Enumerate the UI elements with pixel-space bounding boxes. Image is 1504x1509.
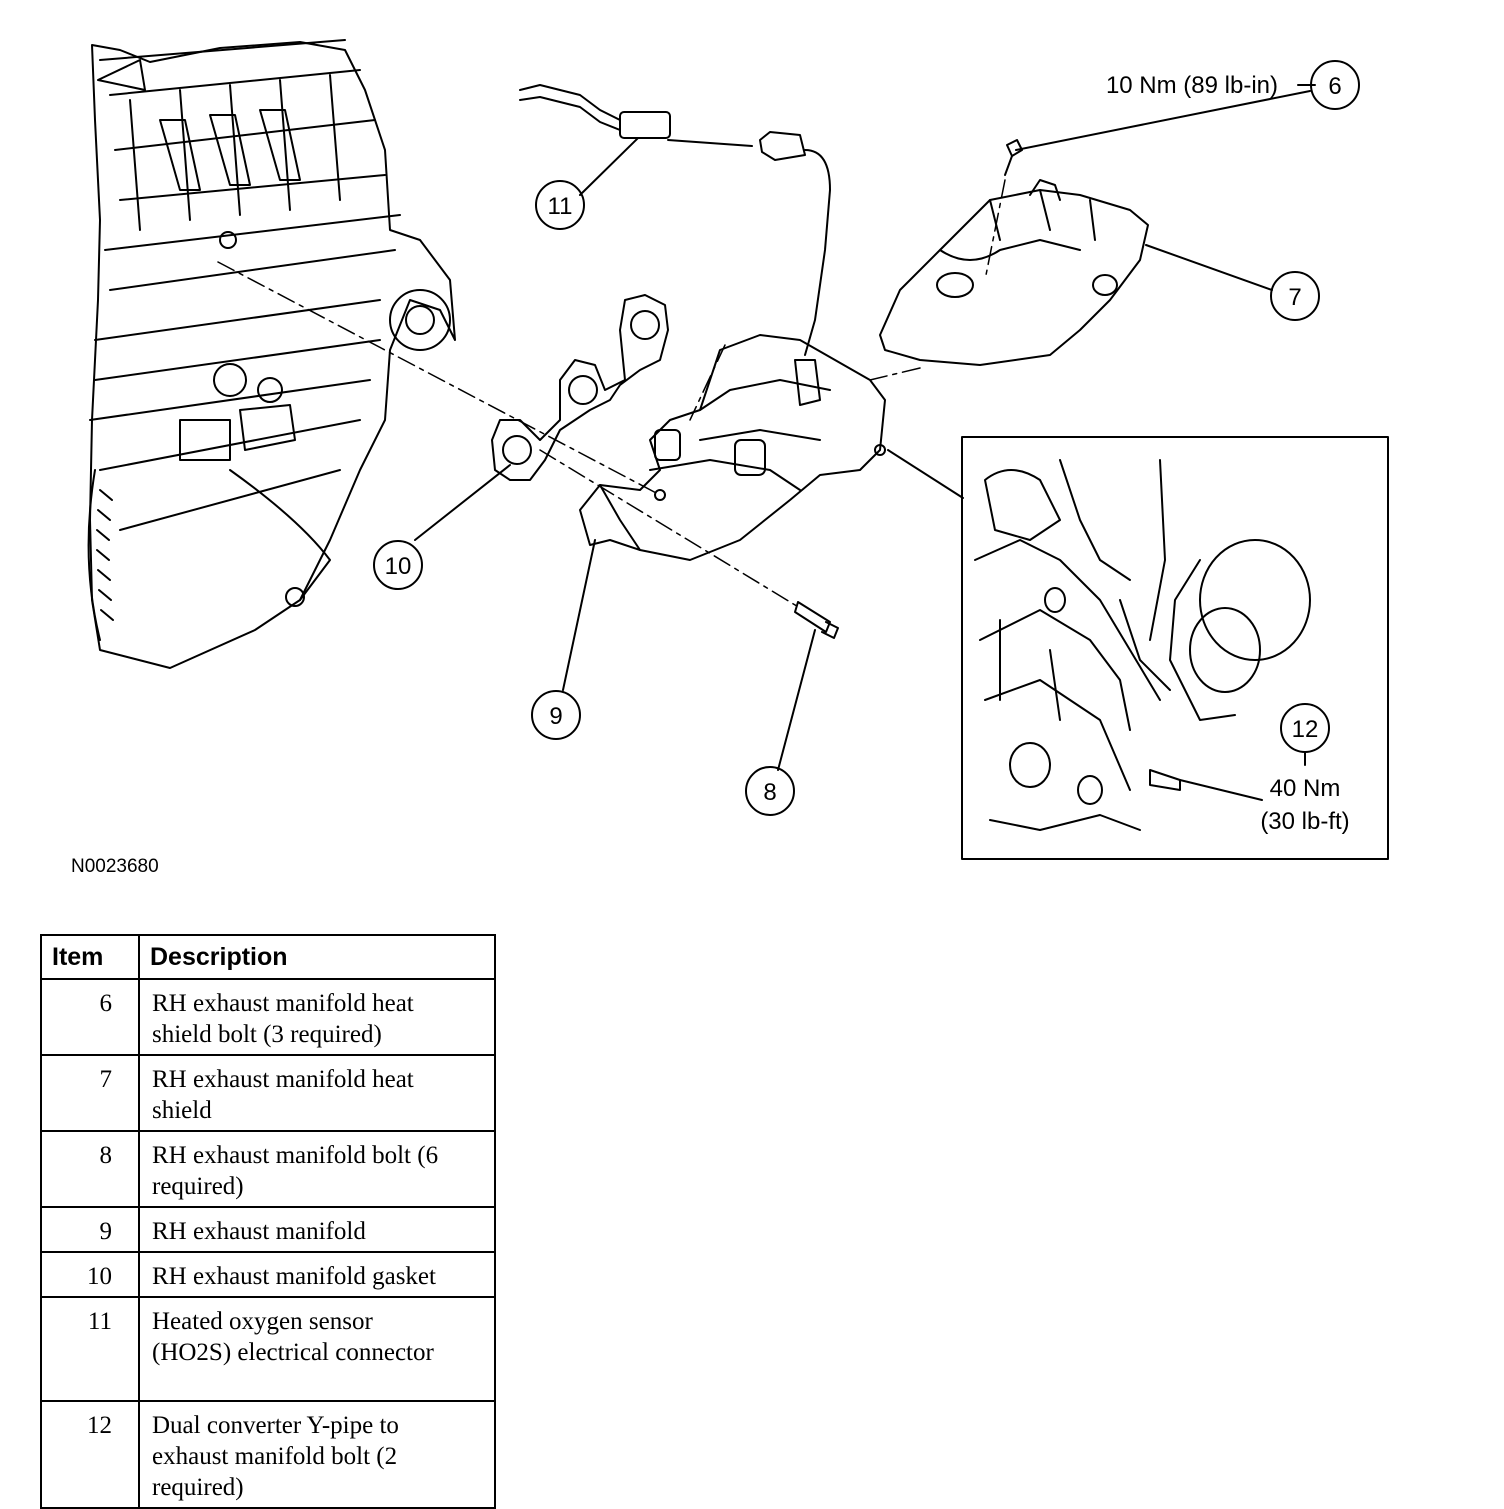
header-item: Item bbox=[40, 934, 140, 980]
callout-10: 10 bbox=[385, 553, 412, 580]
callout-12: 12 bbox=[1292, 716, 1319, 743]
detail-inset-illustration bbox=[974, 459, 1311, 831]
header-description: Description bbox=[138, 934, 496, 980]
callout-circle-10 bbox=[373, 540, 423, 590]
figure-id: N0023680 bbox=[71, 856, 159, 877]
table-row: 11 Heated oxygen sensor(HO2S) electrical… bbox=[40, 1296, 496, 1402]
callout-circle-12 bbox=[1280, 703, 1330, 753]
callout-circle-8 bbox=[745, 766, 795, 816]
callout-9: 9 bbox=[549, 703, 562, 730]
engine-block-illustration bbox=[87, 39, 456, 669]
callout-circle-7 bbox=[1270, 271, 1320, 321]
table-row: 9 RH exhaust manifold bbox=[40, 1206, 496, 1253]
parts-legend-table: Item Description 6 RH exhaust manifold h… bbox=[40, 934, 496, 1509]
row-item: 8 bbox=[40, 1130, 140, 1208]
table-header-row: Item Description bbox=[40, 934, 496, 980]
callout-11: 11 bbox=[548, 193, 573, 220]
callout-6: 6 bbox=[1328, 73, 1341, 100]
row-item: 7 bbox=[40, 1054, 140, 1132]
row-description: Heated oxygen sensor(HO2S) electrical co… bbox=[138, 1296, 496, 1402]
row-item: 11 bbox=[40, 1296, 140, 1402]
torque-spec-ypipe-bolt-line1: 40 Nm bbox=[1270, 775, 1341, 802]
heat-shield-illustration bbox=[879, 179, 1149, 366]
exhaust-manifold-illustration bbox=[579, 334, 886, 561]
callout-circle-11 bbox=[535, 180, 585, 230]
callout-circle-9 bbox=[531, 690, 581, 740]
row-description: RH exhaust manifold gasket bbox=[138, 1251, 496, 1298]
table-row: 10 RH exhaust manifold gasket bbox=[40, 1251, 496, 1298]
row-item: 10 bbox=[40, 1251, 140, 1298]
manifold-bolt-illustration bbox=[794, 601, 839, 639]
exhaust-manifold-exploded-diagram: 6 7 11 10 9 8 12 10 Nm (89 lb-in) 40 Nm … bbox=[87, 39, 1389, 860]
center-lines bbox=[217, 179, 1006, 609]
row-item: 12 bbox=[40, 1400, 140, 1509]
row-item: 6 bbox=[40, 978, 140, 1056]
detail-inset-frame bbox=[961, 436, 1389, 860]
row-item: 9 bbox=[40, 1206, 140, 1253]
callout-8: 8 bbox=[763, 779, 776, 806]
ho2s-connector-illustration bbox=[519, 84, 831, 356]
row-description: RH exhaust manifold bbox=[138, 1206, 496, 1253]
heat-shield-bolt-illustration bbox=[1004, 139, 1023, 176]
torque-spec-ypipe-bolt-line2: (30 lb-ft) bbox=[1260, 808, 1349, 835]
callout-7: 7 bbox=[1288, 284, 1301, 311]
torque-spec-heat-shield-bolt: 10 Nm (89 lb-in) bbox=[1106, 72, 1278, 99]
callout-circle-6 bbox=[1310, 60, 1360, 110]
leader-lines bbox=[414, 84, 1316, 771]
